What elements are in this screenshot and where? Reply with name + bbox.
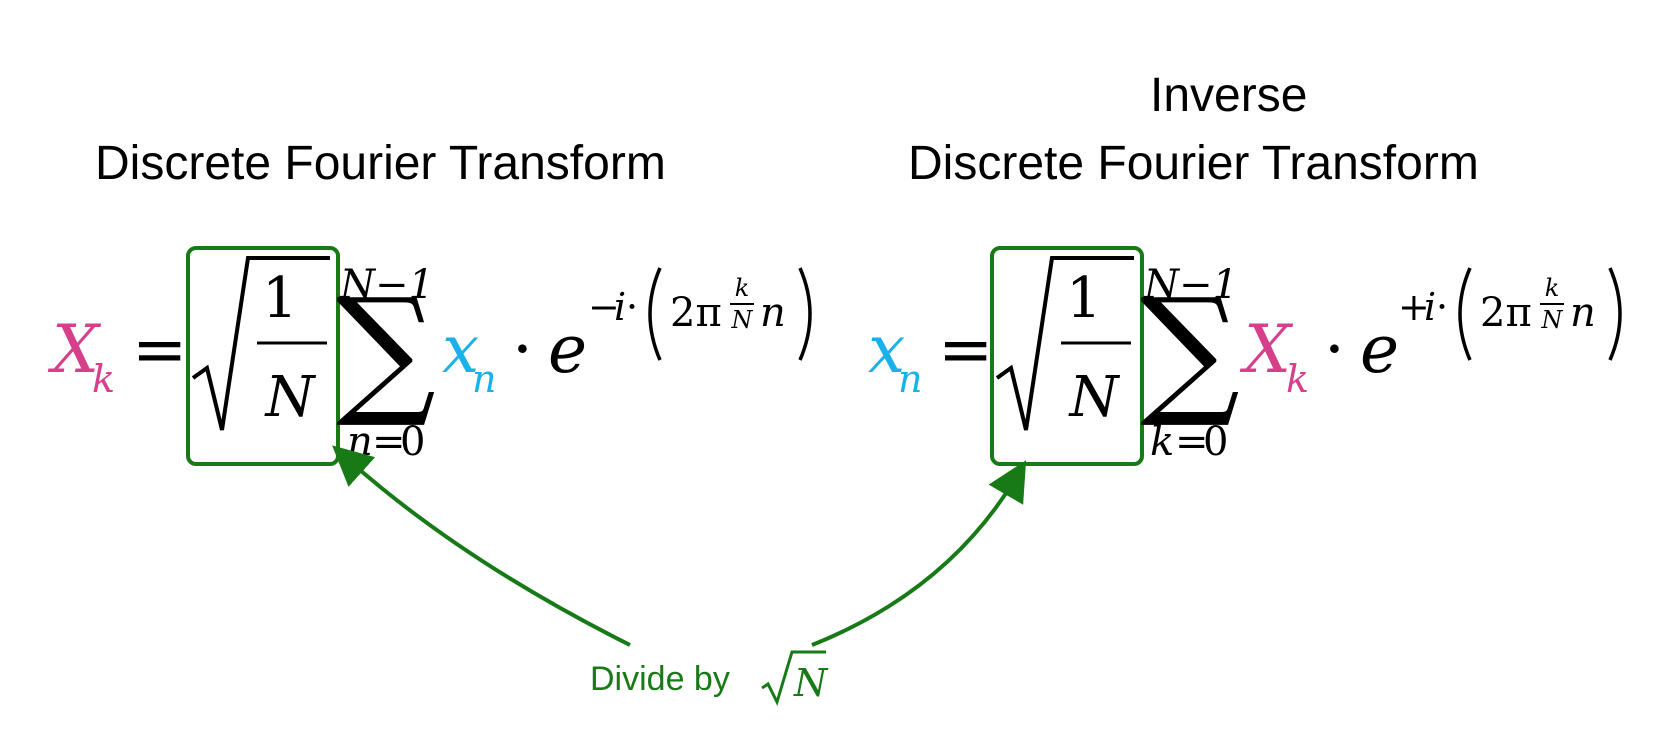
idft-equation: x n = 1 N N−1 ∑ k = 0 X k · e + i · 2π k… <box>868 246 1622 466</box>
idft-exp-frac-num: k <box>1545 274 1560 302</box>
dft-exp-frac-den: N <box>731 306 754 334</box>
dft-exp-dot: · <box>626 285 638 329</box>
idft-frac-denominator: N <box>1068 365 1121 430</box>
idft-exp-sign: + <box>1398 285 1430 329</box>
dft-equals: = <box>132 311 187 388</box>
dft-exp-frac-num: k <box>735 274 750 302</box>
dft-exp-sign: − <box>588 285 620 329</box>
idft-normalization-box <box>990 246 1144 466</box>
caption-sqrt-sign <box>761 650 826 707</box>
dft-lhs-var: X <box>47 311 102 388</box>
idft-sum-lower: 0 <box>1203 419 1228 465</box>
dft-equation: X k = 1 N N−1 ∑ n = 0 x n · e − i · 2π k… <box>47 246 812 466</box>
dft-term-var: x <box>442 311 479 388</box>
idft-title-line1: Inverse <box>1150 69 1308 122</box>
idft-exp-paren-left <box>1458 267 1472 361</box>
dft-exp-n: n <box>760 290 786 336</box>
dft-exp-paren-left <box>648 267 662 361</box>
dft-sum-lower: 0 <box>400 419 425 465</box>
dft-sqrt-sign <box>191 256 330 431</box>
dft-sum-symbol: ∑ <box>336 269 436 432</box>
idft-lhs-var: x <box>868 311 905 388</box>
idft-exp-dot: · <box>1436 285 1448 329</box>
dft-normalization-box <box>186 246 340 466</box>
idft-dot: · <box>1324 311 1345 388</box>
dft-sum-var: n <box>347 419 373 465</box>
caption-radicand: N <box>793 661 829 705</box>
idft-term-var: X <box>1239 311 1294 388</box>
idft-term-sub: k <box>1286 357 1309 401</box>
dft-e: e <box>548 311 587 388</box>
idft-e: e <box>1360 311 1399 388</box>
idft-sum-var: k <box>1150 419 1174 465</box>
dft-frac-numerator: 1 <box>262 266 298 331</box>
dft-title: Discrete Fourier Transform <box>95 137 666 190</box>
idft-frac-numerator: 1 <box>1066 266 1102 331</box>
idft-exp-i: i <box>1424 285 1436 329</box>
dft-lhs-sub: k <box>92 357 115 401</box>
idft-equals: = <box>938 311 993 388</box>
idft-exp-twopi: 2π <box>1480 290 1532 336</box>
idft-sum-symbol: ∑ <box>1140 269 1240 432</box>
idft-exp-n: n <box>1570 290 1596 336</box>
arrow-to-idft-box <box>811 460 1027 647</box>
dft-exp-paren-right <box>798 267 812 361</box>
dft-sum-eq: = <box>372 419 406 465</box>
idft-exp-paren-right <box>1608 267 1622 361</box>
caption-sqrt: N <box>761 650 829 707</box>
arrow-to-dft-box <box>332 445 631 647</box>
idft-sqrt-sign <box>995 256 1134 431</box>
dft-sum-upper: N−1 <box>339 262 434 308</box>
idft-sum-eq: = <box>1175 419 1209 465</box>
idft-sum-upper: N−1 <box>1143 262 1238 308</box>
dft-exp-twopi: 2π <box>670 290 722 336</box>
idft-exp-frac-den: N <box>1541 306 1564 334</box>
dft-frac-denominator: N <box>264 365 317 430</box>
dft-dot: · <box>512 311 533 388</box>
idft-title-line2: Discrete Fourier Transform <box>908 137 1479 190</box>
dft-exp-i: i <box>614 285 626 329</box>
idft-lhs-sub: n <box>898 357 922 401</box>
dft-term-sub: n <box>472 357 496 401</box>
caption-text: Divide by <box>590 660 730 698</box>
